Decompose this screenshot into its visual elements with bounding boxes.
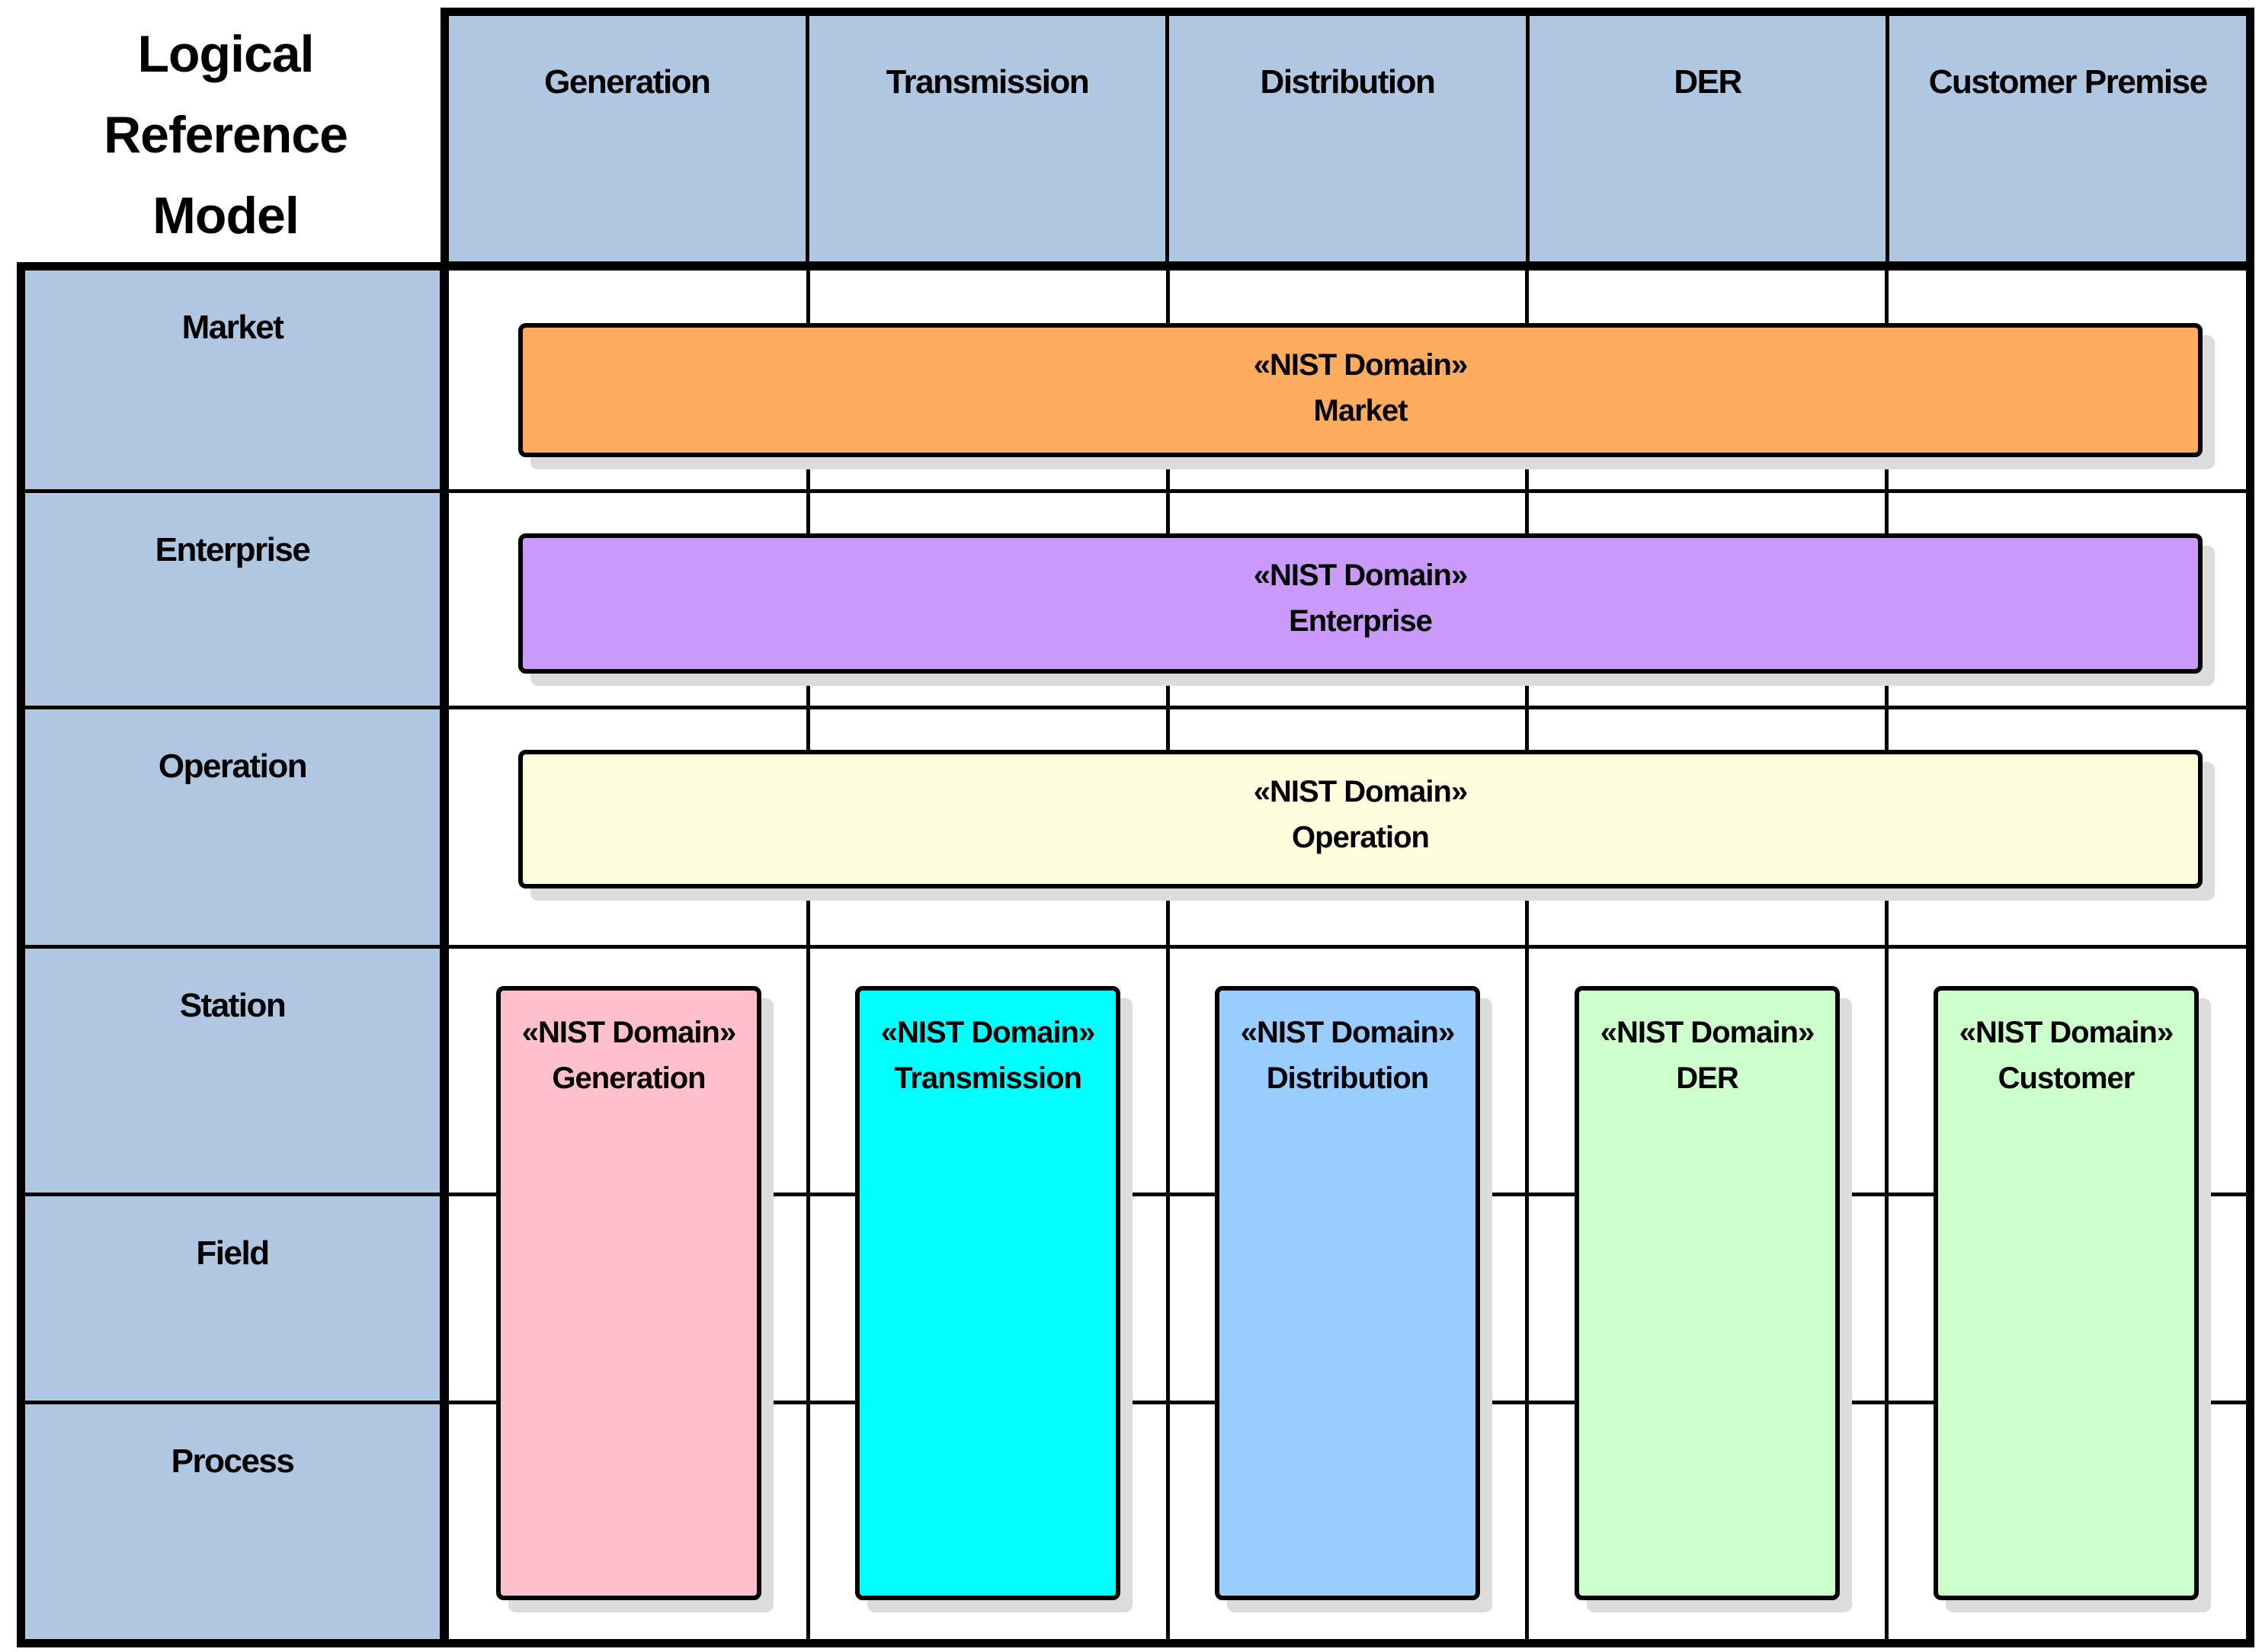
domain-box-generation: «NIST Domain» Generation: [496, 986, 761, 1600]
stereotype-label: «NIST Domain»: [1240, 1016, 1455, 1049]
diagram-title-line: Model: [152, 187, 299, 245]
domain-box-market: «NIST Domain» Market: [518, 323, 2203, 457]
diagram-title-line: Logical: [137, 25, 314, 83]
stereotype-label: «NIST Domain»: [1253, 348, 1468, 382]
domain-name-label: Transmission: [894, 1061, 1082, 1095]
grid-column-line: [1166, 271, 1170, 1639]
row-label-operation: Operation: [25, 706, 440, 945]
grid-column-line: [1885, 271, 1889, 1639]
row-label-process: Process: [25, 1401, 440, 1639]
row-label-field: Field: [25, 1193, 440, 1401]
domain-name-label: Distribution: [1266, 1061, 1429, 1095]
domain-box-distribution: «NIST Domain» Distribution: [1215, 986, 1480, 1600]
grid-row-line: [449, 706, 2246, 709]
grid-row-line: [449, 489, 2246, 493]
column-header-row: Generation Transmission Distribution DER…: [441, 8, 2254, 270]
column-header-transmission: Transmission: [805, 16, 1166, 261]
column-header-customer-premise: Customer Premise: [1886, 16, 2246, 261]
row-label-enterprise: Enterprise: [25, 489, 440, 706]
domain-box-operation: «NIST Domain» Operation: [518, 750, 2203, 888]
domain-name-label: Enterprise: [1289, 604, 1433, 638]
stereotype-label: «NIST Domain»: [1959, 1016, 2174, 1049]
stereotype-label: «NIST Domain»: [521, 1016, 736, 1049]
domain-box-transmission: «NIST Domain» Transmission: [855, 986, 1120, 1600]
grid-column-line: [1525, 271, 1529, 1639]
domain-name-label: Customer: [1998, 1061, 2135, 1095]
domain-box-customer: «NIST Domain» Customer: [1934, 986, 2199, 1600]
column-header-generation: Generation: [544, 63, 711, 101]
stereotype-label: «NIST Domain»: [1253, 775, 1468, 808]
domain-box-enterprise: «NIST Domain» Enterprise: [518, 533, 2203, 674]
grid-row-line: [449, 945, 2246, 949]
domain-name-label: DER: [1676, 1061, 1738, 1095]
grid-column-line: [806, 271, 810, 1639]
row-label-column: Market Enterprise Operation Station Fiel…: [17, 262, 448, 1647]
column-header-der: DER: [1525, 16, 1886, 261]
domain-name-label: Operation: [1292, 821, 1430, 854]
row-label-market: Market: [181, 309, 284, 346]
stereotype-label: «NIST Domain»: [880, 1016, 1095, 1049]
diagram-title-line: Reference: [104, 106, 348, 164]
domain-name-label: Market: [1313, 394, 1408, 427]
row-label-station: Station: [25, 945, 440, 1193]
diagram-title: Logical Reference Model: [15, 12, 436, 258]
stereotype-label: «NIST Domain»: [1253, 559, 1468, 592]
domain-name-label: Generation: [552, 1061, 706, 1095]
stereotype-label: «NIST Domain»: [1600, 1016, 1815, 1049]
column-header-distribution: Distribution: [1165, 16, 1526, 261]
domain-box-der: «NIST Domain» DER: [1575, 986, 1840, 1600]
